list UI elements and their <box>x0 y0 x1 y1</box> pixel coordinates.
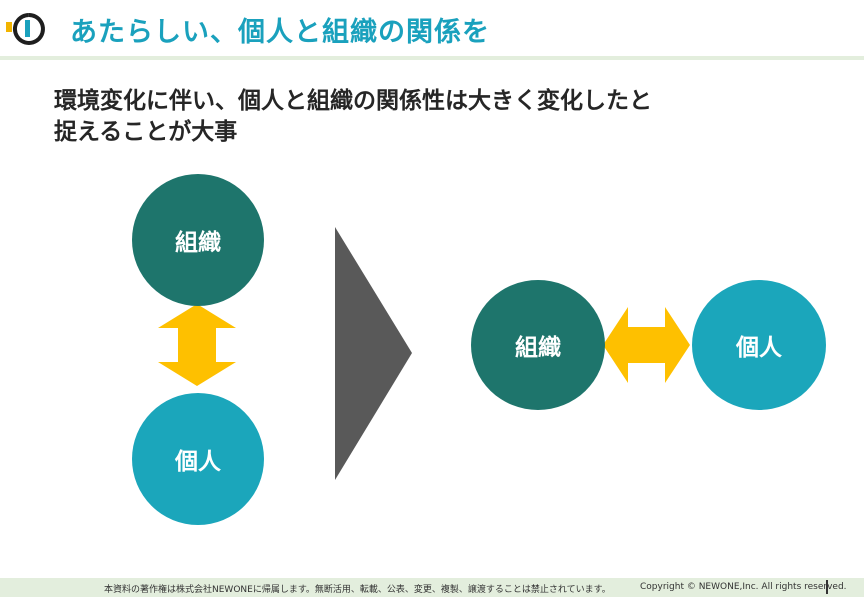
before-individual-circle: 個人 <box>132 393 264 525</box>
slide-header <box>0 0 864 56</box>
after-individual-label: 個人 <box>736 335 782 361</box>
newone-logo-icon <box>6 13 45 45</box>
transition-chevron <box>335 227 412 480</box>
copyright-notice: 本資料の著作権は株式会社NEWONEに帰属します。無断活用、転載、公表、変更、複… <box>104 585 611 595</box>
after-individual-circle: 個人 <box>692 280 826 410</box>
footer-band <box>0 578 864 597</box>
horizontal-double-arrow <box>603 307 690 383</box>
headline-line-1: 環境変化に伴い、個人と組織の関係性は大きく変化したと <box>54 88 652 114</box>
headline: 環境変化に伴い、個人と組織の関係性は大きく変化したと 捉えることが大事 <box>54 86 814 148</box>
before-organization-label: 組織 <box>175 230 221 256</box>
page-title: あたらしい、個人と組織の関係を <box>70 17 490 48</box>
before-organization-circle: 組織 <box>132 174 264 306</box>
footer-divider <box>826 580 828 594</box>
after-organization-circle: 組織 <box>471 280 605 410</box>
copyright-line: Copyright © NEWONE,Inc. All rights reser… <box>640 582 847 592</box>
headline-line-2: 捉えることが大事 <box>54 119 238 145</box>
vertical-double-arrow <box>158 304 236 386</box>
before-individual-label: 個人 <box>175 449 221 475</box>
header-divider <box>0 56 864 60</box>
after-organization-label: 組織 <box>515 335 561 361</box>
